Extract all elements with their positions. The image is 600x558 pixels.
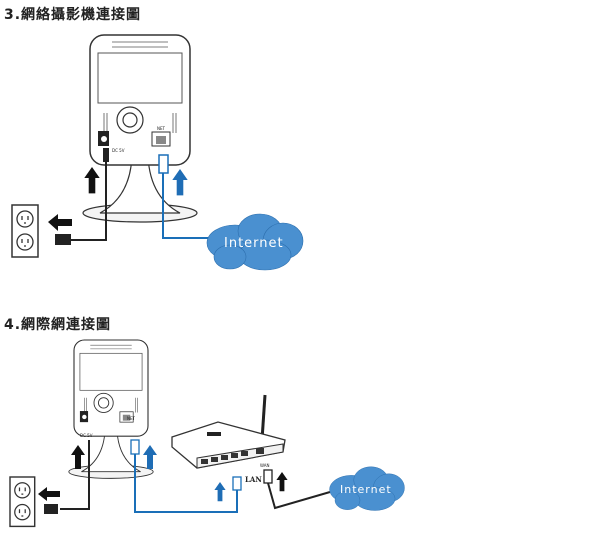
wall-outlet-icon <box>9 476 36 528</box>
power-cable <box>60 440 90 510</box>
section-3-title: 3.網絡攝影機連接圖 <box>4 7 142 23</box>
internet-label: Internet <box>224 236 284 251</box>
arrow-up-black-icon <box>276 472 288 492</box>
arrow-up-blue-icon <box>172 169 188 196</box>
power-adapter-icon <box>44 504 58 514</box>
camera-icon <box>68 339 154 479</box>
lan-plug-icon <box>232 476 242 491</box>
network-cable <box>134 450 238 513</box>
power-adapter-icon <box>55 234 71 245</box>
net-port-label: NET <box>157 126 166 131</box>
arrow-up-blue-icon <box>214 482 226 502</box>
power-cable <box>70 155 107 241</box>
wan-label: WAN <box>260 463 269 468</box>
router-icon <box>171 394 286 469</box>
wall-outlet-icon <box>11 204 39 258</box>
power-port-label: DC 5V <box>80 433 93 438</box>
section-4-title: 4.網際網連接圖 <box>4 317 112 333</box>
arrow-up-black-icon <box>84 167 100 194</box>
router-diagram-4: NET DC 5V LAN WAN Internet <box>9 339 405 528</box>
arrow-up-black-icon <box>71 445 85 469</box>
internet-label: Internet <box>340 483 392 496</box>
network-cable <box>162 170 215 239</box>
rj45-plug-icon <box>158 154 169 174</box>
rj45-plug-icon <box>130 439 140 455</box>
arrow-up-blue-icon <box>143 445 157 469</box>
power-plug-icon <box>103 148 109 162</box>
arrow-left-icon <box>38 487 60 501</box>
wan-plug-icon <box>263 469 273 484</box>
net-port-label: NET <box>127 416 136 421</box>
camera-diagram-3: NET DC 5V Internet <box>11 34 304 271</box>
arrow-left-icon <box>48 214 72 231</box>
lan-label: LAN <box>245 475 262 484</box>
wan-cable <box>267 482 331 510</box>
power-port-label: DC 5V <box>112 148 125 153</box>
